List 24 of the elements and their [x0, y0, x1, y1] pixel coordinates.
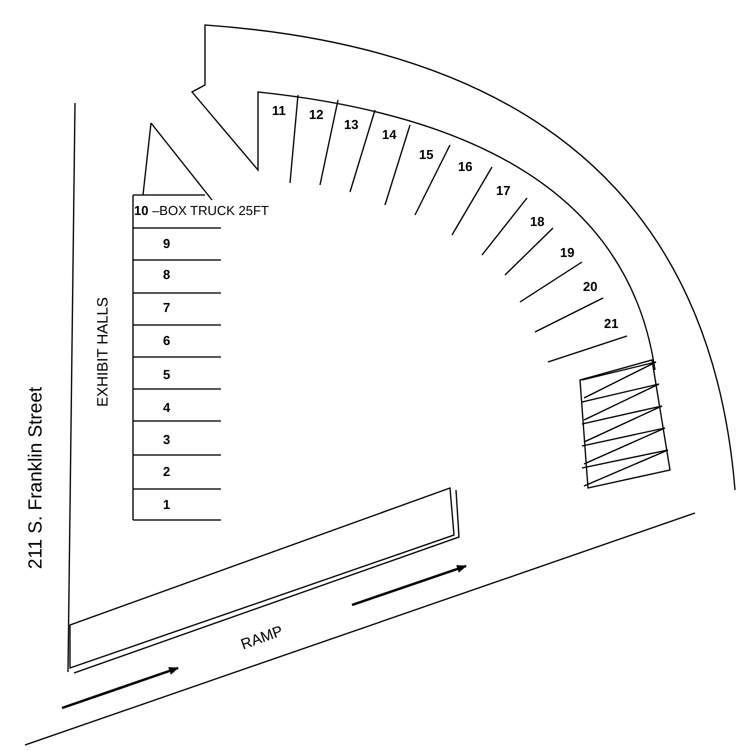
street-name: 211 S. Franklin Street: [26, 386, 46, 570]
stall-number: 17: [496, 184, 510, 197]
stall-label: 10 –BOX TRUCK 25FT: [134, 204, 269, 217]
stall-number: 15: [419, 148, 434, 161]
stall-number: 12: [309, 108, 324, 121]
building-label: EXHIBIT HALLS: [96, 297, 110, 407]
stall-number: 13: [344, 118, 358, 131]
stall-number: 11: [272, 104, 286, 117]
stall-number: 1: [163, 498, 170, 511]
stall-number: 2: [163, 465, 170, 478]
stall-number: 14: [382, 128, 396, 141]
stall-number: 5: [163, 368, 170, 381]
stall-number: 21: [604, 317, 618, 330]
stall-number: 16: [458, 160, 472, 173]
stall-number: 6: [163, 334, 170, 347]
stall-number: 3: [163, 433, 170, 446]
stall-number: 4: [163, 401, 170, 414]
stall-number: 20: [583, 280, 598, 293]
stall-number: 7: [163, 301, 170, 314]
stall-number: 8: [163, 268, 170, 281]
stall-number: 18: [530, 215, 544, 228]
stall-number: 9: [163, 237, 170, 250]
stall-number: 19: [560, 246, 574, 259]
ramp-label: RAMP: [239, 624, 285, 652]
